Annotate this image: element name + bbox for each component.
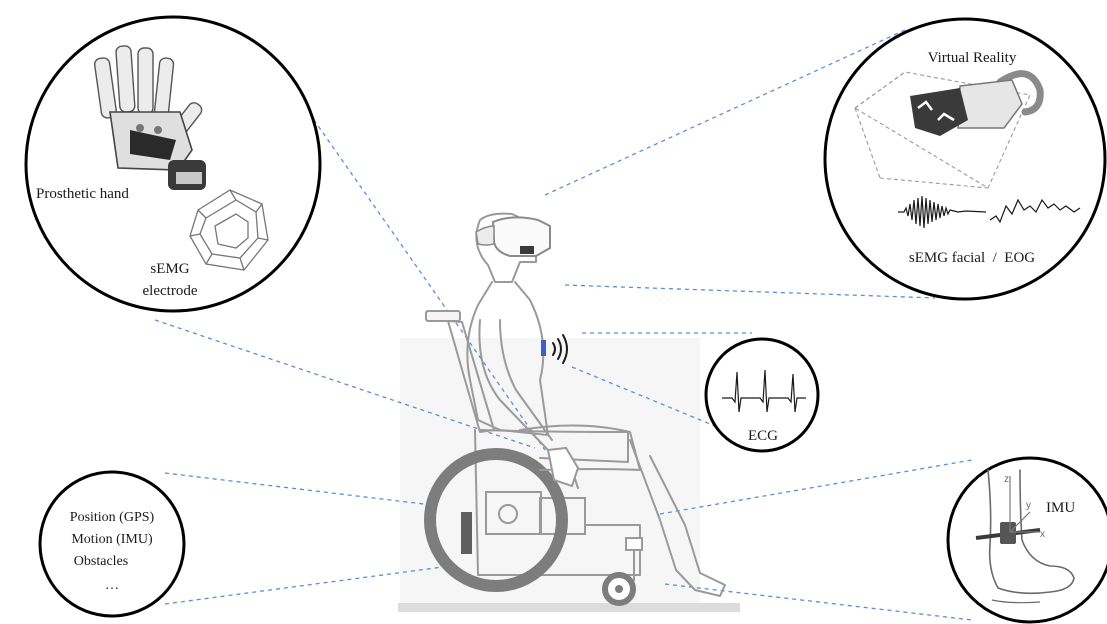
- imu-label: IMU: [1046, 500, 1075, 516]
- nav-more-label: …: [105, 578, 119, 593]
- nav-position-label: Position (GPS): [70, 510, 155, 525]
- connector-imu-top: [660, 460, 972, 514]
- connector-vr-bottom: [565, 285, 935, 298]
- nav-obstacles-label: Obstacles: [74, 554, 128, 569]
- ecg-label: ECG: [748, 428, 778, 444]
- imu-sensor: [1000, 522, 1016, 544]
- navigation-sensors-circle: Position (GPS) Motion (IMU) Obstacles …: [40, 472, 184, 616]
- prosthetic-hand-circle: Prosthetic hand sEMG electrode: [26, 17, 320, 311]
- virtual-reality-circle: Virtual Reality sEMG facial / EOG: [825, 19, 1105, 299]
- accent-bar: [461, 512, 472, 554]
- ecg-circle: ECG: [706, 339, 818, 451]
- virtual-reality-label: Virtual Reality: [928, 50, 1017, 66]
- axis-x-label: x: [1040, 529, 1045, 540]
- ground-line: [398, 603, 740, 612]
- vr-headset-icon: [476, 217, 550, 256]
- connector-nav-top: [165, 473, 432, 505]
- semg-facial-eog-label: sEMG facial / EOG: [909, 250, 1035, 266]
- axis-z-label: z: [1004, 474, 1009, 485]
- ecg-sensor: [541, 340, 546, 356]
- imu-circle: z y x IMU: [948, 458, 1107, 622]
- connector-imu-bottom: [665, 584, 972, 620]
- prosthetic-hand-label: Prosthetic hand: [36, 186, 129, 202]
- semg-electrode-label-line2: electrode: [143, 283, 198, 299]
- axis-y-label: y: [1026, 500, 1031, 511]
- semg-electrode-label-line1: sEMG: [150, 261, 189, 277]
- nav-motion-label: Motion (IMU): [71, 532, 153, 547]
